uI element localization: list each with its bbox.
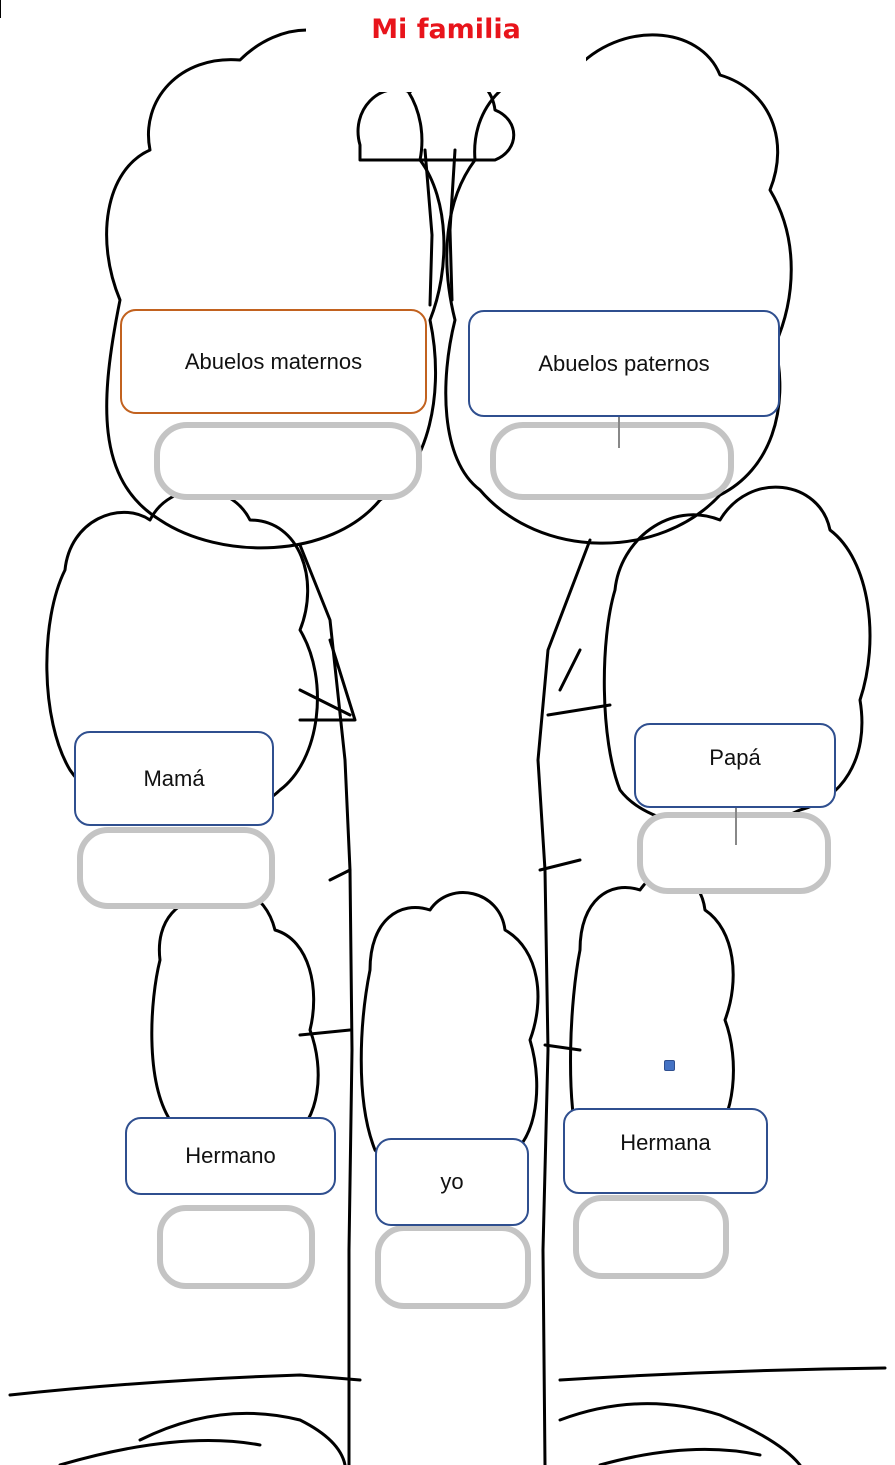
ground-line bbox=[8, 1366, 887, 1397]
label-papa-text: Papá bbox=[709, 745, 761, 770]
branch-right bbox=[546, 648, 612, 717]
label-abuelos-paternos: Abuelos paternos bbox=[468, 310, 780, 417]
branch-lower-right bbox=[538, 858, 582, 1052]
name-slot-hermana bbox=[573, 1195, 729, 1279]
selection-handle[interactable] bbox=[664, 1060, 675, 1071]
trunk-center-top bbox=[423, 148, 457, 307]
label-yo-text: yo bbox=[440, 1169, 464, 1194]
label-hermano: Hermano bbox=[125, 1117, 336, 1195]
label-hermana-text: Hermana bbox=[620, 1130, 711, 1155]
label-hermana: Hermana bbox=[563, 1108, 768, 1194]
label-abuelos-maternos-text: Abuelos maternos bbox=[184, 348, 363, 374]
name-slot-paternal bbox=[490, 422, 734, 500]
corner-mark bbox=[0, 0, 1, 18]
branch-left bbox=[298, 638, 357, 722]
name-slot-yo bbox=[375, 1225, 531, 1309]
label-abuelos-maternos: Abuelos maternos bbox=[120, 309, 427, 414]
label-papa: Papá bbox=[634, 723, 836, 808]
branch-lower-left bbox=[298, 868, 352, 1037]
name-slot-maternal bbox=[154, 422, 422, 500]
crown-paternal bbox=[444, 33, 793, 545]
name-slot-hermano bbox=[157, 1205, 315, 1289]
name-slot-papa bbox=[637, 812, 831, 894]
title-box: Mi familia bbox=[306, 0, 586, 92]
roots-left bbox=[58, 1411, 347, 1465]
label-mama-text: Mamá bbox=[143, 765, 205, 791]
label-hermano-text: Hermano bbox=[185, 1143, 276, 1168]
label-yo: yo bbox=[375, 1138, 529, 1226]
page-title: Mi familia bbox=[371, 14, 521, 45]
label-abuelos-paternos-text: Abuelos paternos bbox=[538, 350, 710, 376]
crown-papa bbox=[602, 485, 872, 829]
roots-right bbox=[558, 1402, 802, 1465]
crown-yo bbox=[359, 891, 540, 1178]
label-mama: Mamá bbox=[74, 731, 274, 826]
name-slot-mama bbox=[77, 827, 275, 909]
